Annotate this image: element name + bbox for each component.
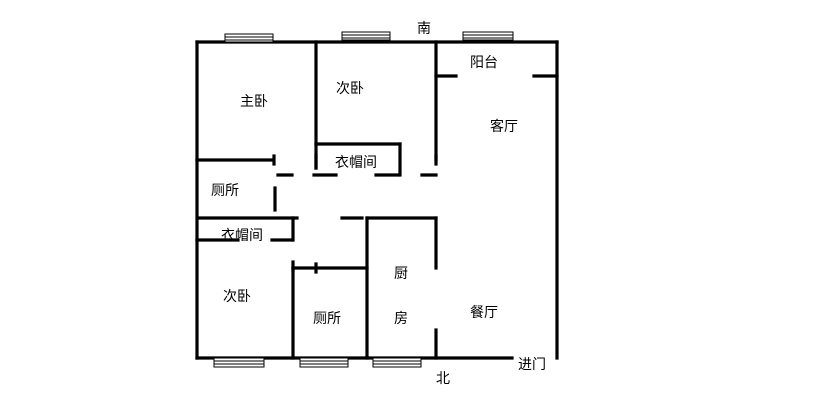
label-toilet-left: 厕所 xyxy=(211,183,239,199)
window-top-bedroom2 xyxy=(341,31,391,41)
label-north: 北 xyxy=(436,371,450,387)
label-master-bedroom: 主卧 xyxy=(240,94,268,110)
label-south: 南 xyxy=(417,21,431,37)
label-entrance: 进门 xyxy=(518,357,546,373)
window-top-balcony xyxy=(462,31,514,41)
label-dining-room: 餐厅 xyxy=(470,305,498,321)
outer-walls xyxy=(195,40,559,360)
interior-walls xyxy=(195,40,559,360)
window-bottom-bedroom2 xyxy=(213,357,265,368)
window-bottom-kitchen xyxy=(372,357,422,368)
window-top-master xyxy=(224,33,274,43)
label-living-room: 客厅 xyxy=(490,118,518,135)
window-bottom-toilet xyxy=(299,357,349,368)
label-kitchen-char2: 房 xyxy=(394,311,408,327)
windows xyxy=(213,31,514,368)
label-second-bedroom-top: 次卧 xyxy=(336,81,364,97)
label-closet-left: 衣帽间 xyxy=(221,228,263,244)
label-closet-top: 衣帽间 xyxy=(335,155,377,171)
label-balcony: 阳台 xyxy=(470,55,498,71)
label-kitchen-char1: 厨 xyxy=(394,266,408,282)
label-toilet-bottom: 厕所 xyxy=(313,311,341,327)
label-second-bedroom-bottom: 次卧 xyxy=(223,289,251,305)
room-labels: 南 北 进门 阳台 客厅 餐厅 主卧 次卧 衣帽间 厕所 衣帽间 次卧 厕所 厨… xyxy=(211,21,546,387)
